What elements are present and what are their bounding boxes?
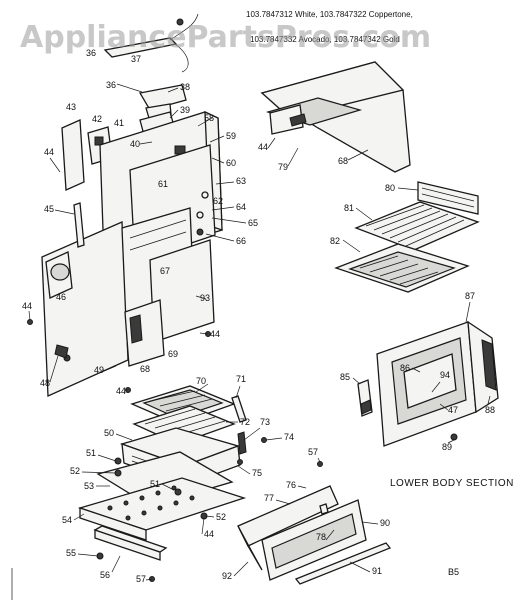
part-label-69: 69	[168, 349, 178, 359]
rail-45	[73, 202, 85, 248]
gas-line-assembly	[103, 13, 199, 73]
part-label-81: 81	[344, 203, 354, 213]
part-label-94: 94	[440, 370, 450, 380]
broiler-pan-82	[334, 243, 470, 293]
part-label-44f: 44	[204, 529, 214, 539]
part-label-86: 86	[400, 363, 410, 373]
part-label-77: 77	[264, 493, 274, 503]
part-label-50: 50	[104, 428, 114, 438]
side-bracket-43	[61, 119, 85, 191]
part-labels: 36 37 36 38 39 40 41 42 43 44 58 59 60 6…	[22, 48, 495, 584]
part-label-80: 80	[385, 183, 395, 193]
drawer-front-54	[77, 477, 247, 541]
part-label-44d: 44	[116, 386, 126, 396]
drawer-rail-56	[93, 525, 168, 561]
leader-lines	[28, 83, 491, 581]
part-label-44c: 44	[210, 329, 220, 339]
part-label-46: 46	[56, 292, 66, 302]
part-label-38: 38	[180, 82, 190, 92]
part-label-92: 92	[222, 571, 232, 581]
part-label-85: 85	[340, 372, 350, 382]
part-label-64: 64	[236, 202, 246, 212]
part-label-37: 37	[131, 54, 141, 64]
part-label-91: 91	[372, 566, 382, 576]
part-label-36-top: 36	[86, 48, 96, 58]
part-label-40: 40	[130, 139, 140, 149]
part-label-36: 36	[106, 80, 116, 90]
part-label-89: 89	[442, 442, 452, 452]
part-label-75: 75	[252, 468, 262, 478]
part-label-88: 88	[485, 405, 495, 415]
part-label-66: 66	[236, 236, 246, 246]
part-label-82: 82	[330, 236, 340, 246]
part-label-45: 45	[44, 204, 54, 214]
part-label-61: 61	[158, 179, 168, 189]
page-code: B5	[448, 567, 459, 577]
part-label-57a: 57	[308, 447, 318, 457]
part-label-65: 65	[248, 218, 258, 228]
part-label-44a: 44	[44, 147, 54, 157]
part-label-47: 47	[448, 405, 458, 415]
part-label-52a: 52	[70, 466, 80, 476]
part-label-87: 87	[465, 291, 475, 301]
part-label-55: 55	[66, 548, 76, 558]
part-label-53: 53	[84, 481, 94, 491]
part-label-58: 58	[204, 113, 214, 123]
part-label-68: 68	[338, 156, 348, 166]
part-label-59: 59	[226, 131, 236, 141]
drawer-front-78	[261, 499, 367, 581]
part-label-63: 63	[236, 176, 246, 186]
part-label-76: 76	[286, 480, 296, 490]
part-label-79: 79	[278, 162, 288, 172]
part-label-62: 62	[213, 196, 223, 206]
part-label-42: 42	[92, 114, 102, 124]
screw-89	[450, 433, 458, 441]
model-header-line1: 103.7847312 White, 103.7847322 Copperton…	[246, 10, 413, 19]
trim-91	[294, 542, 392, 585]
part-label-48: 48	[40, 378, 50, 388]
part-label-44b: 44	[22, 301, 32, 311]
hinge-85	[357, 379, 373, 417]
oven-rack-81	[354, 201, 480, 251]
part-label-56: 56	[100, 570, 110, 580]
part-label-44-top: 44	[258, 142, 268, 152]
part-label-90: 90	[380, 518, 390, 528]
part-label-57b: 57	[136, 574, 146, 584]
part-label-68-lower: 68	[140, 364, 150, 374]
model-header-line2: 103.7847332 Avocado, 103.7847342 Gold	[250, 35, 400, 44]
part-label-73: 73	[260, 417, 270, 427]
part-label-60: 60	[226, 158, 236, 168]
part-label-72: 72	[240, 417, 250, 427]
part-label-74: 74	[284, 432, 294, 442]
side-panel-46	[41, 221, 129, 397]
shelf-support-80	[417, 181, 479, 215]
part-label-71: 71	[236, 374, 246, 384]
part-label-51b: 51	[150, 479, 160, 489]
oven-door-87	[376, 320, 499, 447]
part-label-93: 93	[200, 293, 210, 303]
part-label-43: 43	[66, 102, 76, 112]
bracket-69	[124, 299, 165, 367]
kick-panel-77	[237, 485, 339, 571]
part-label-41: 41	[114, 118, 124, 128]
part-label-78: 78	[316, 532, 326, 542]
part-label-67: 67	[160, 266, 170, 276]
part-label-54: 54	[62, 515, 72, 525]
part-label-70: 70	[196, 376, 206, 386]
part-label-49: 49	[94, 365, 104, 375]
part-label-52b: 52	[216, 512, 226, 522]
section-title: LOWER BODY SECTION	[390, 478, 514, 489]
oven-top-68	[260, 61, 411, 173]
part-label-39: 39	[180, 105, 190, 115]
watermark: AppliancePartsPros.com	[20, 20, 431, 55]
fasteners	[27, 319, 323, 582]
part-label-51a: 51	[86, 448, 96, 458]
